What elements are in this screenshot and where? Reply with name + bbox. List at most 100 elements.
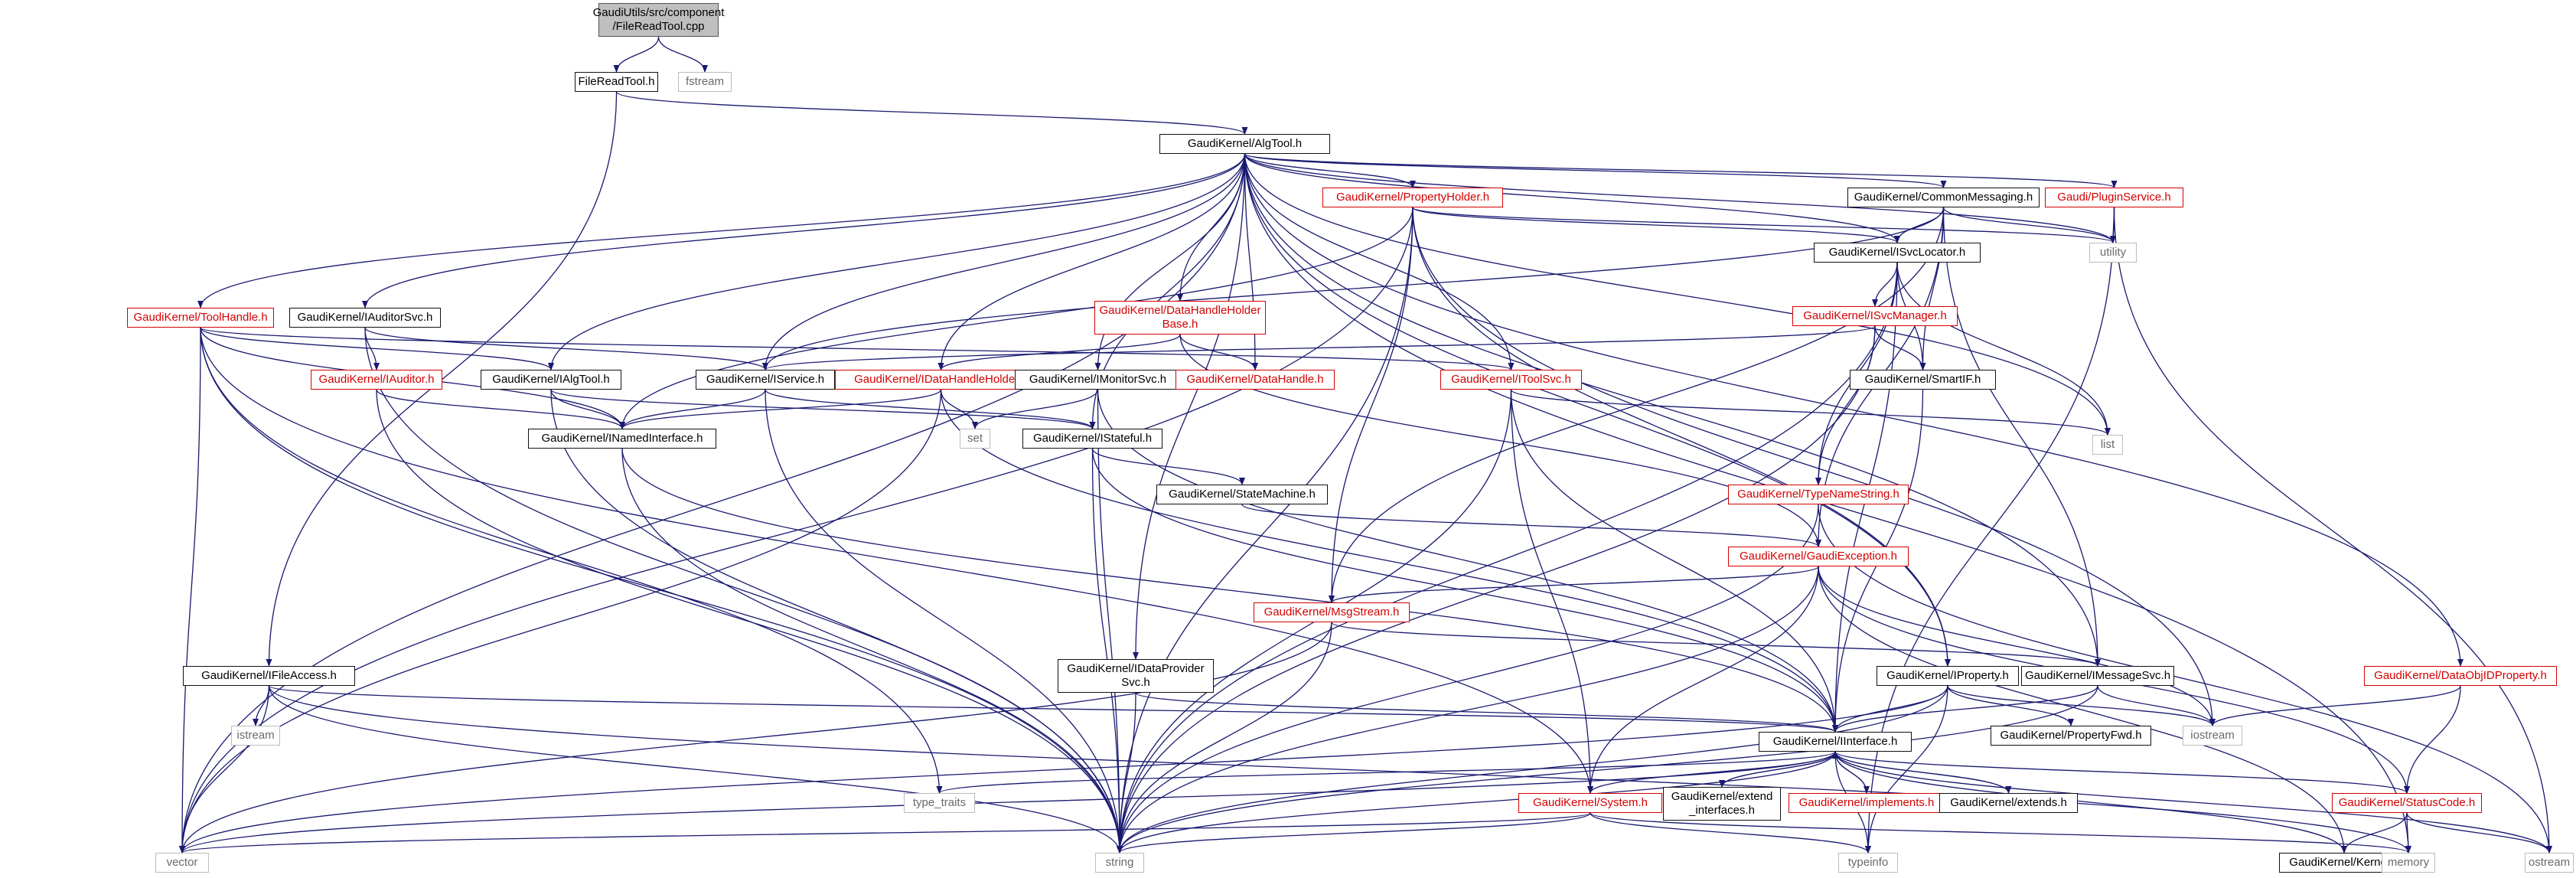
node-itoolsvc-h[interactable]: GaudiKernel/IToolSvc.h — [1440, 370, 1582, 390]
edge-idataprovidersvc_h-to-string — [1117, 692, 1136, 854]
edge-isvclocator_h-to-list — [1896, 262, 2111, 436]
edge-algtool_h-to-idatahandleholder_h — [937, 153, 1246, 370]
node-propertyholder-h[interactable]: GaudiKernel/PropertyHolder.h — [1322, 188, 1503, 207]
edge-isvclocator_h-to-string — [1117, 262, 1898, 854]
edge-ialgtool_h-to-inamedinterface_h — [550, 389, 625, 429]
node-gaudiexception-h[interactable]: GaudiKernel/GaudiException.h — [1728, 547, 1909, 566]
edge-itoolsvc_h-to-system_h — [1510, 389, 1593, 794]
node-smartif-h[interactable]: GaudiKernel/SmartIF.h — [1850, 370, 1996, 390]
edge-idatahandleholder_h-to-inamedinterface_h — [619, 389, 942, 429]
edge-extends_h-to-iinterface_h — [1832, 751, 2010, 794]
node-implements-h[interactable]: GaudiKernel/implements.h — [1789, 793, 1945, 813]
node-imessagesvc-h[interactable]: GaudiKernel/IMessageSvc.h — [2021, 666, 2174, 686]
edge-filereadtool_h-to-algtool_h — [615, 91, 1248, 135]
edge-idatahandleholder_h-to-set — [940, 389, 978, 429]
edge-inamedinterface_h-to-string — [621, 448, 1123, 854]
edge-iproperty_h-to-typeinfo — [1865, 685, 1948, 854]
node-typenamestring-h[interactable]: GaudiKernel/TypeNameString.h — [1728, 485, 1909, 504]
node-extend-interfaces-h[interactable]: GaudiKernel/extend _interfaces.h — [1663, 787, 1781, 821]
node-ialgtool-h[interactable]: GaudiKernel/IAlgTool.h — [481, 370, 621, 390]
node-isvcmanager-h[interactable]: GaudiKernel/ISvcManager.h — [1792, 306, 1958, 326]
node-isvclocator-h[interactable]: GaudiKernel/ISvcLocator.h — [1814, 243, 1981, 263]
node-root[interactable]: GaudiUtils/src/component /FileReadTool.c… — [593, 3, 724, 37]
edge-propertyholder_h-to-msgstream_h — [1329, 207, 1414, 603]
node-vector[interactable]: vector — [155, 853, 209, 873]
edge-imessagesvc_h-to-iostream — [2097, 685, 2216, 726]
node-imonitorsvc-h[interactable]: GaudiKernel/IMonitorSvc.h — [1015, 370, 1181, 390]
node-set[interactable]: set — [960, 429, 990, 449]
edge-toolhandle_h-to-type_traits — [200, 327, 943, 794]
node-istream[interactable]: istream — [231, 726, 280, 746]
edge-gaudiexception_h-to-msgstream_h — [1329, 566, 1819, 603]
edge-typenamestring_h-to-ostream — [1818, 504, 2552, 854]
node-ifileaccess-h[interactable]: GaudiKernel/IFileAccess.h — [183, 666, 355, 686]
edge-iproperty_h-to-propertyfwd_h — [1947, 685, 2074, 726]
node-string[interactable]: string — [1095, 853, 1144, 873]
edge-dataobjidproperty_h-to-statuscode_h — [2404, 685, 2461, 794]
node-filereadtool-h[interactable]: FileReadTool.h — [575, 72, 658, 92]
node-fstream[interactable]: fstream — [678, 72, 732, 92]
edge-system_h-to-typeinfo — [1590, 812, 1871, 854]
edge-ifileaccess_h-to-istream — [253, 685, 270, 726]
node-iinterface-h[interactable]: GaudiKernel/IInterface.h — [1759, 732, 1912, 752]
edge-iinterface_h-to-kernel_h — [1834, 751, 2347, 854]
node-istateful-h[interactable]: GaudiKernel/IStateful.h — [1022, 429, 1162, 449]
edge-root-to-filereadtool_h — [613, 36, 660, 73]
node-ostream[interactable]: ostream — [2525, 853, 2574, 873]
node-statemachine-h[interactable]: GaudiKernel/StateMachine.h — [1156, 485, 1328, 504]
node-pluginservice-h[interactable]: Gaudi/PluginService.h — [2045, 188, 2183, 207]
node-toolhandle-h[interactable]: GaudiKernel/ToolHandle.h — [127, 308, 274, 328]
node-system-h[interactable]: GaudiKernel/System.h — [1518, 793, 1662, 813]
node-utility[interactable]: utility — [2089, 243, 2137, 263]
edge-system_h-to-memory — [1590, 812, 2411, 854]
node-idatahandleholder-h[interactable]: GaudiKernel/IDataHandleHolder.h — [835, 370, 1047, 390]
edge-pluginservice_h-to-ostream — [2113, 207, 2552, 854]
node-iauditor-h[interactable]: GaudiKernel/IAuditor.h — [311, 370, 442, 390]
node-type-traits[interactable]: type_traits — [904, 793, 975, 813]
edge-imonitorsvc_h-to-string — [1097, 389, 1123, 854]
edge-system_h-to-vector — [179, 812, 1591, 854]
edge-idatahandleholder_h-to-vector — [179, 389, 942, 854]
node-memory[interactable]: memory — [2382, 853, 2435, 873]
edge-msgstream_h-to-vector — [179, 622, 1332, 854]
node-datahandleholderbase-h[interactable]: GaudiKernel/DataHandleHolder Base.h — [1094, 301, 1266, 335]
edge-algtool_h-to-ialgtool_h — [548, 153, 1246, 370]
edge-algtool_h-to-toolhandle_h — [197, 153, 1246, 308]
node-statuscode-h[interactable]: GaudiKernel/StatusCode.h — [2332, 793, 2482, 813]
edge-toolhandle_h-to-vector — [179, 327, 201, 854]
node-iostream[interactable]: iostream — [2183, 726, 2242, 746]
node-typeinfo[interactable]: typeinfo — [1838, 853, 1898, 873]
edge-algtool_h-to-idataprovidersvc_h — [1133, 153, 1246, 660]
node-datahandle-h[interactable]: GaudiKernel/DataHandle.h — [1176, 370, 1335, 390]
node-commonmessaging-h[interactable]: GaudiKernel/CommonMessaging.h — [1847, 188, 2040, 207]
edge-idatahandleholder_h-to-iinterface_h — [940, 389, 1838, 733]
node-extends-h[interactable]: GaudiKernel/extends.h — [1939, 793, 2078, 813]
edge-ialgtool_h-to-istateful_h — [550, 389, 1096, 429]
edge-iinterface_h-to-string — [1117, 751, 1836, 854]
edge-iproperty_h-to-vector — [179, 685, 1948, 854]
edge-toolhandle_h-to-itoolsvc_h — [200, 327, 1514, 370]
node-iproperty-h[interactable]: GaudiKernel/IProperty.h — [1877, 666, 2019, 686]
edge-iinterface_h-to-type_traits — [936, 751, 1836, 794]
edge-isvcmanager_h-to-typenamestring_h — [1815, 325, 1876, 485]
node-algtool-h[interactable]: GaudiKernel/AlgTool.h — [1159, 134, 1330, 154]
edge-msgstream_h-to-string — [1117, 622, 1332, 854]
node-iservice-h[interactable]: GaudiKernel/IService.h — [696, 370, 835, 390]
edge-iservice_h-to-inamedinterface_h — [619, 389, 766, 429]
node-propertyfwd-h[interactable]: GaudiKernel/PropertyFwd.h — [1991, 726, 2151, 746]
edge-imonitorsvc_h-to-set — [972, 389, 1099, 429]
edge-propertyholder_h-to-inamedinterface_h — [619, 207, 1414, 429]
node-iauditorsvc-h[interactable]: GaudiKernel/IAuditorSvc.h — [289, 308, 441, 328]
edge-algtool_h-to-isvclocator_h — [1244, 153, 1900, 243]
edge-propertyholder_h-to-iostream — [1412, 207, 2216, 726]
edge-system_h-to-string — [1117, 812, 1591, 854]
node-idataprovidersvc-h[interactable]: GaudiKernel/IDataProvider Svc.h — [1058, 659, 1214, 693]
node-msgstream-h[interactable]: GaudiKernel/MsgStream.h — [1254, 602, 1410, 622]
edge-pluginservice_h-to-typeinfo — [1865, 207, 2115, 854]
edge-imessagesvc_h-to-string — [1117, 685, 2098, 854]
edge-statuscode_h-to-memory — [2405, 812, 2411, 854]
edge-ifileaccess_h-to-vector — [179, 685, 270, 854]
node-inamedinterface-h[interactable]: GaudiKernel/INamedInterface.h — [528, 429, 716, 449]
node-list[interactable]: list — [2092, 435, 2123, 455]
node-dataobjidproperty-h[interactable]: GaudiKernel/DataObjIDProperty.h — [2364, 666, 2557, 686]
